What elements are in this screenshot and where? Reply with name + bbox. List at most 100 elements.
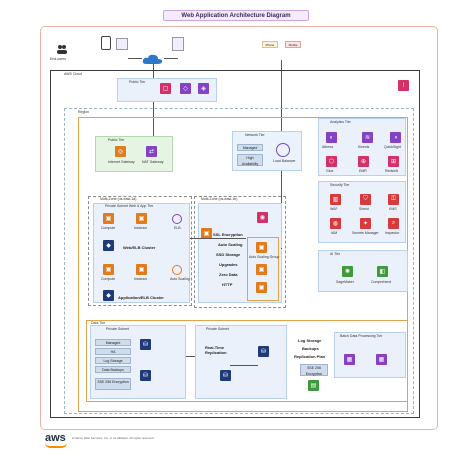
cluster-icon: ◆ xyxy=(103,290,114,301)
az1-label: Multi-Zone (us-east-1a) xyxy=(100,197,137,201)
log-storage-text: Log Storage xyxy=(298,338,322,343)
pill-encryption: SSE 256 Encryption xyxy=(300,364,328,376)
glue-label: Glue xyxy=(326,169,334,173)
inspector-icon: ⌕ xyxy=(388,218,399,229)
public-services-label: Public Tier xyxy=(129,80,146,84)
iam-icon: ◍ xyxy=(330,218,341,229)
web-cluster-caption: Web/ELB Cluster xyxy=(123,245,156,250)
instance-icon: ▣ xyxy=(136,264,147,275)
kinesis-icon: ≋ xyxy=(362,132,373,143)
service-icon: ◉ xyxy=(257,212,268,223)
secrets-manager-icon: ✦ xyxy=(360,218,371,229)
database-icon: ⛁ xyxy=(140,339,151,350)
compute-icon: ▣ xyxy=(103,213,114,224)
pill-managed: Managed xyxy=(237,144,263,151)
aws-cloud-group xyxy=(50,70,420,418)
emr-label: EMR xyxy=(359,169,367,173)
public-subnet-group xyxy=(95,136,173,172)
internet-gateway-label: Internet Gateway xyxy=(108,160,135,164)
security-label: Security Tier xyxy=(330,183,350,187)
network-tier-label: Network Tier xyxy=(245,133,265,137)
badge-mobile: Mobile xyxy=(285,41,301,48)
data-tier-group xyxy=(86,320,408,402)
feature-http: HTTP xyxy=(222,282,233,287)
region-label: Region xyxy=(78,110,90,114)
athena-icon: ◐ xyxy=(326,132,337,143)
compute-label: Compute xyxy=(101,277,116,281)
compute-icon: ▣ xyxy=(103,264,114,275)
badge-phone: Phone xyxy=(262,41,278,48)
aws-logo: aws xyxy=(45,432,66,444)
sagemaker-icon: ✺ xyxy=(342,266,353,277)
ai-tier-group xyxy=(318,250,408,292)
service-icon: ◈ xyxy=(198,83,209,94)
aws-logo-smile xyxy=(45,443,67,448)
database-icon: ⛁ xyxy=(140,370,151,381)
feature-autoscaling: Auto Scaling xyxy=(218,242,243,247)
auto-scaling-label: Auto Scaling xyxy=(170,277,190,281)
auto-scaling-icon xyxy=(172,265,182,275)
private-app-label: Private Subnet Web & App Tier xyxy=(105,204,154,208)
batch-label: Batch Data Processing Tier xyxy=(340,334,383,338)
waf-icon: ▥ xyxy=(330,194,341,205)
aws-cloud-label: AWS Cloud xyxy=(64,72,82,76)
batch-icon: ▦ xyxy=(376,354,387,365)
app-cluster-caption: Application/ELB Cluster xyxy=(118,295,164,300)
az2-label: Multi-Zone (us-east-1b) xyxy=(201,197,238,201)
pill-managed: Managed xyxy=(95,339,131,346)
instance-label: Instance xyxy=(134,277,148,281)
instance-icon: ▣ xyxy=(256,242,267,253)
waf-label: WAF xyxy=(330,207,338,211)
kms-label: KMS xyxy=(389,207,397,211)
connector xyxy=(281,248,282,249)
kms-icon: ⚿ xyxy=(388,194,399,205)
secrets-manager-label: Secrets Manager xyxy=(352,231,379,235)
internet-gateway-icon: ◎ xyxy=(115,146,126,157)
connector xyxy=(153,64,154,156)
service-icon: ▢ xyxy=(160,83,171,94)
users-icon xyxy=(56,42,68,54)
pill-data-backups: Data Backups xyxy=(95,366,131,373)
pill-log-storage: Log Storage xyxy=(95,357,131,364)
az2-group xyxy=(194,196,286,308)
instance-icon: ▣ xyxy=(256,282,267,293)
pdb1-label: Private Subnet xyxy=(106,327,129,331)
browser-icon xyxy=(116,38,128,50)
elb-icon xyxy=(172,214,182,224)
shield-icon: ⛉ xyxy=(360,194,371,205)
connector xyxy=(230,365,258,366)
cluster-icon: ◆ xyxy=(103,240,114,251)
backups-text: Backups xyxy=(302,346,319,351)
emr-icon: ⊕ xyxy=(358,156,369,167)
kinesis-label: Kinesis xyxy=(358,145,370,149)
analytics-label: Analytics Tier xyxy=(330,120,351,124)
server-icon xyxy=(172,37,184,51)
instance-icon: ▣ xyxy=(136,213,147,224)
shield-label: Shield xyxy=(359,207,369,211)
feature-upgrades: Upgrades xyxy=(219,262,238,267)
public-subnet-label: Public Tier xyxy=(108,138,125,142)
feature-ssd: SSD Storage xyxy=(216,252,241,257)
instance-label: Instance xyxy=(134,226,148,230)
diagram-frame xyxy=(40,26,438,430)
region-group xyxy=(64,108,414,414)
sagemaker-label: SageMaker xyxy=(336,280,354,284)
pill-ha: HA xyxy=(95,348,131,355)
pill-encryption: SSE 256 Encryption xyxy=(95,378,131,390)
quicksight-icon: ◑ xyxy=(390,132,401,143)
feature-zero-data: Zero Data xyxy=(219,272,238,277)
athena-label: Athena xyxy=(322,145,334,149)
database-icon: ⛁ xyxy=(258,346,269,357)
auto-scaling-group xyxy=(247,237,279,301)
load-balancer-icon xyxy=(276,143,290,157)
private-db-subnet-2 xyxy=(195,325,287,399)
service-icon: ◇ xyxy=(180,83,191,94)
data-tier-label: Data Tier xyxy=(91,321,106,325)
iam-label: IAM xyxy=(331,231,338,235)
alert-icon: ! xyxy=(398,80,409,91)
mobile-device-icon xyxy=(101,36,111,50)
elb-label: ELB xyxy=(174,226,181,230)
ai-label: AI Tier xyxy=(330,252,341,256)
asg-label: Auto Scaling Group xyxy=(249,255,280,259)
az2-subnet xyxy=(198,203,282,303)
